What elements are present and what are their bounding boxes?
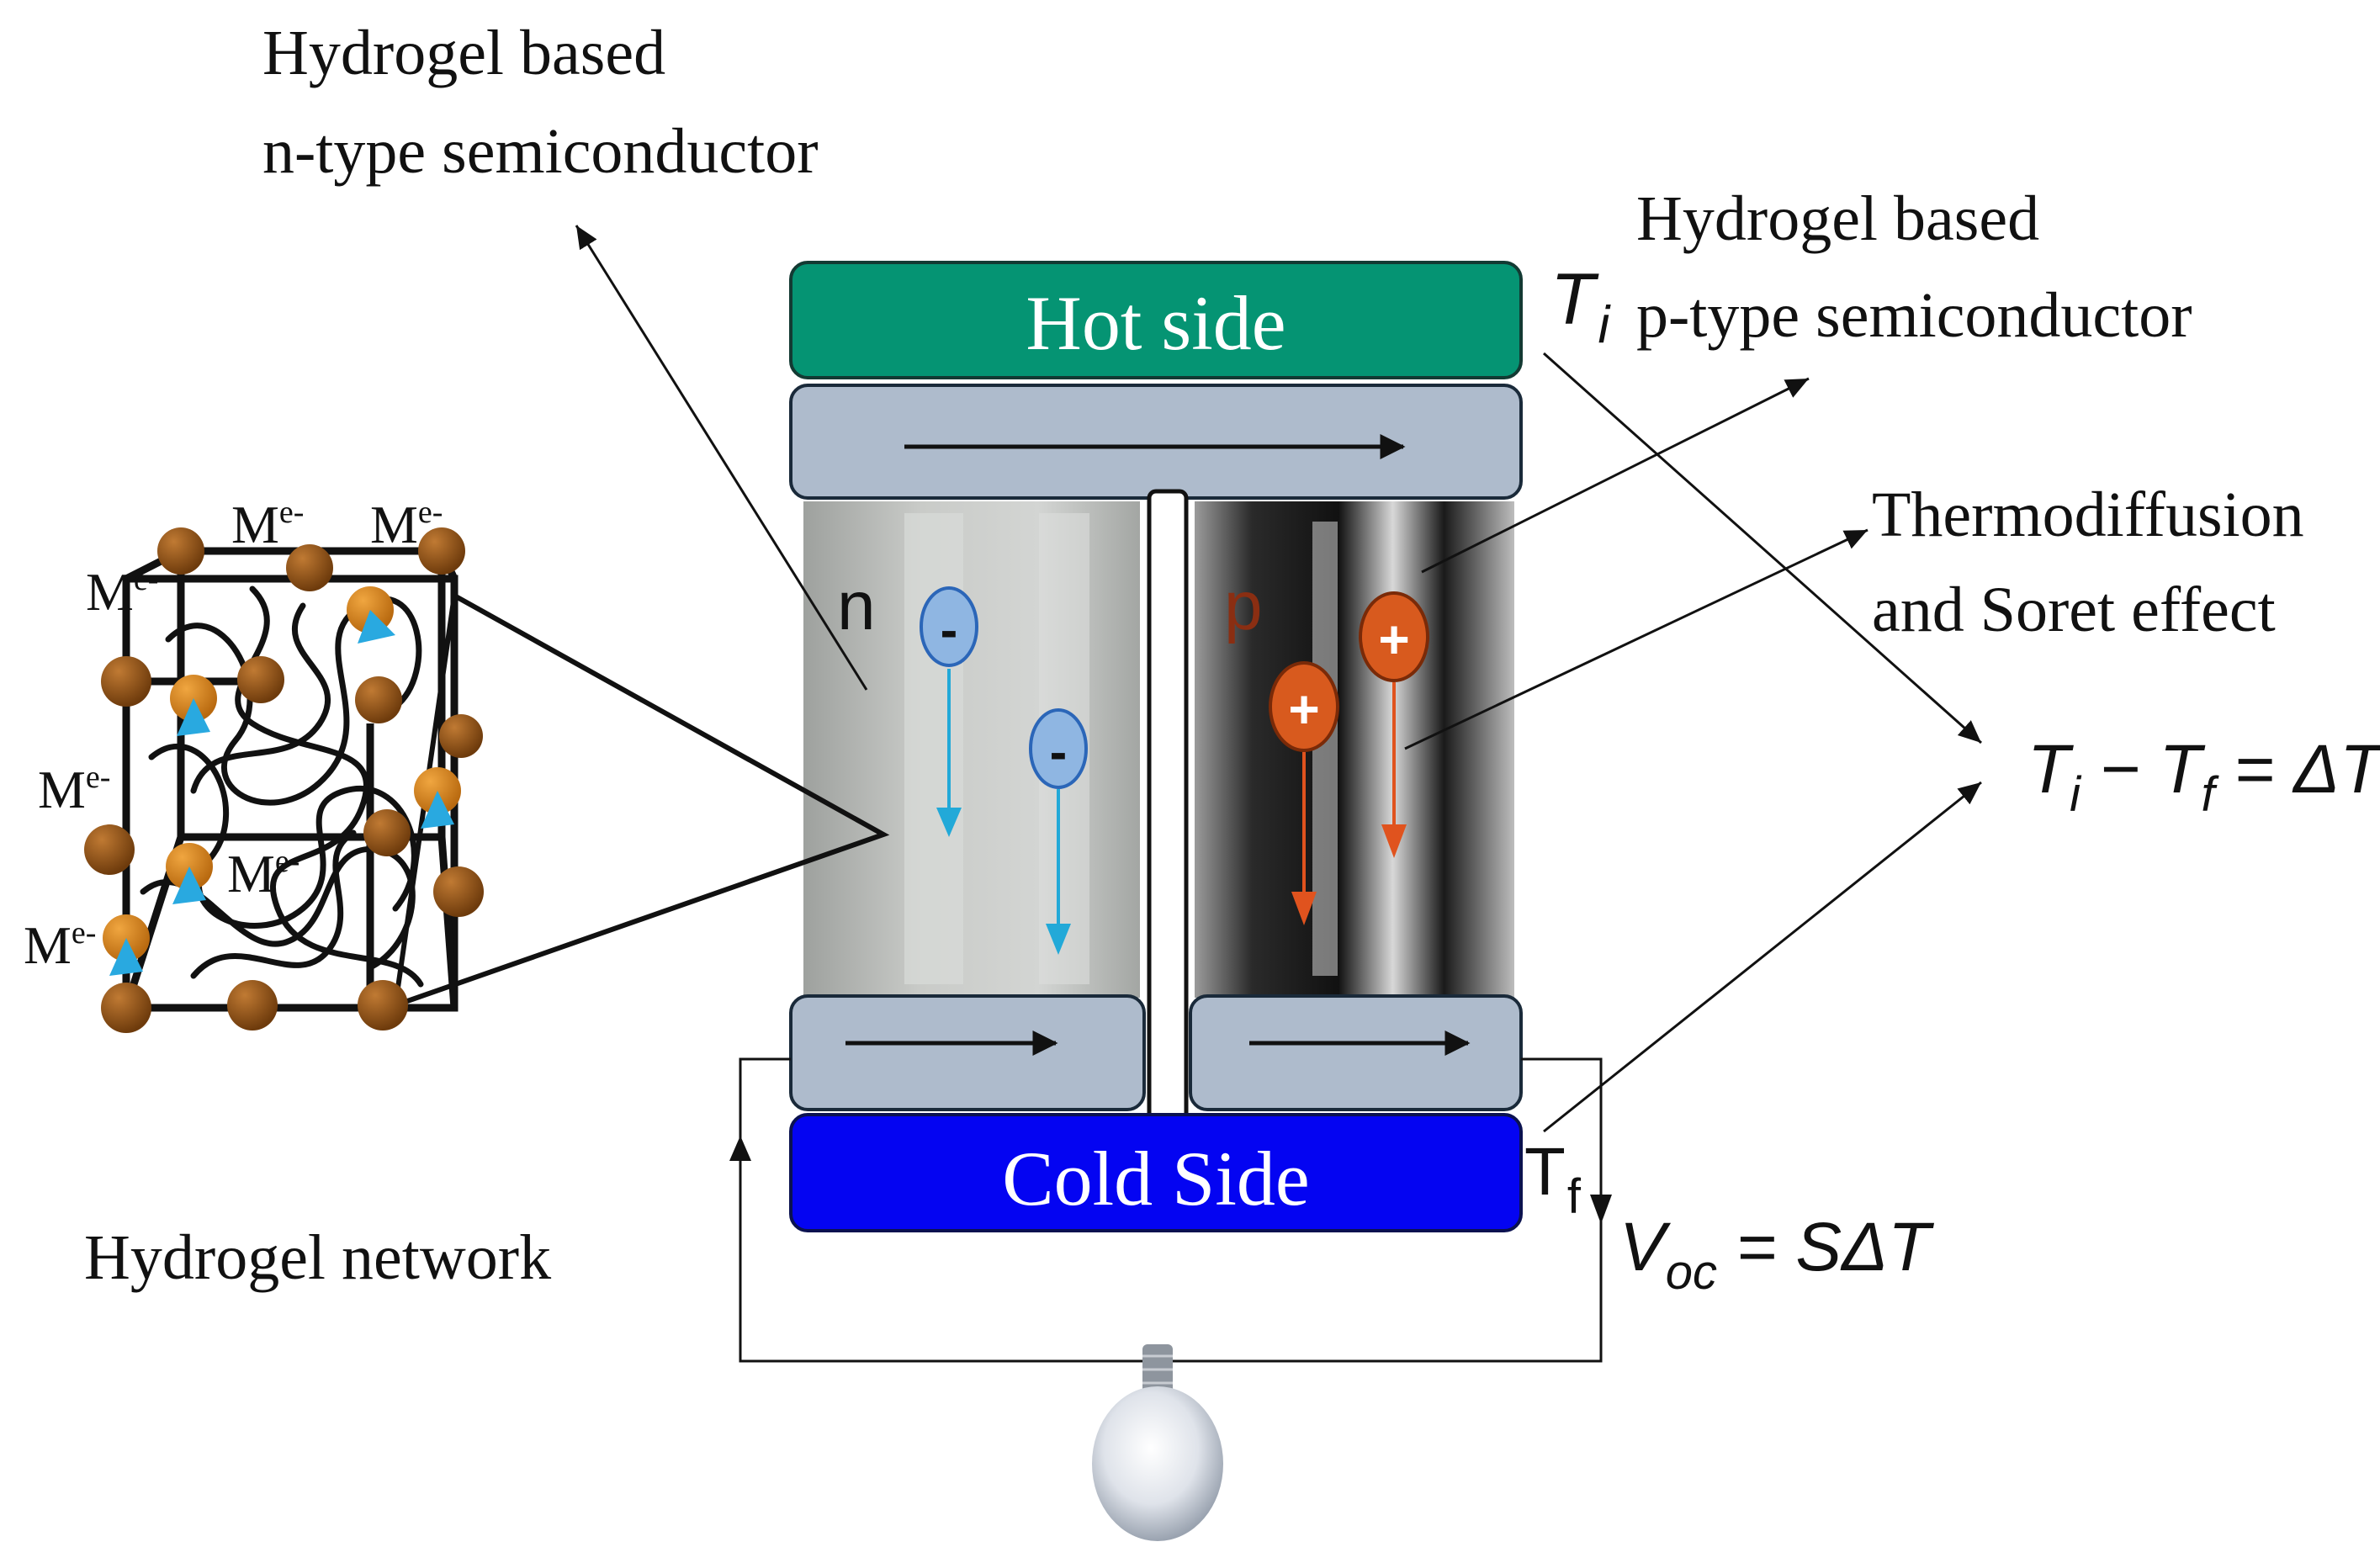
p-type-pointer [1421, 377, 1810, 574]
thermo-label-line2: and Soret effect [1872, 575, 2276, 645]
hole-2-arrowhead [1381, 824, 1407, 858]
svg-text:-: - [1050, 723, 1068, 782]
n-type-label-line1: Hydrogel based [262, 18, 665, 88]
t-f-label: Tf [1524, 1134, 1582, 1224]
electron-1: - [920, 586, 978, 667]
electron-2-arrowhead [1046, 924, 1071, 955]
network-wedges [109, 610, 454, 976]
p-type-label-line2: p-type semiconductor [1636, 280, 2192, 351]
bottom-left-electrode [789, 994, 1146, 1111]
thermo-label-line1: Thermodiffusion [1872, 479, 2304, 550]
p-type-leg [1195, 501, 1514, 998]
n-type-leg-highlight [904, 513, 963, 984]
hole-1: + [1269, 661, 1339, 752]
t-i-label: Ti [1550, 259, 1612, 354]
voc-equation: Voc = SΔT [1619, 1209, 1934, 1300]
network-caption: Hydrogel network [84, 1222, 551, 1293]
separator-bar [1147, 489, 1189, 1123]
hydrogel-network: Me- Me- Me- Me- Me- Me- [24, 495, 890, 1033]
hot-side-plate [789, 261, 1523, 379]
network-label-3: Me- [86, 562, 158, 622]
hot-side-label: Hot side [1026, 280, 1285, 366]
cold-side-plate [789, 1113, 1523, 1232]
network-label-4: Me- [38, 760, 110, 819]
n-type-label-line2: n-type semiconductor [262, 116, 819, 187]
n-letter: n [837, 568, 876, 644]
network-label-2: Me- [370, 495, 443, 554]
n-type-pointer [575, 225, 868, 691]
top-electrode [789, 384, 1523, 500]
cold-side-label: Cold Side [1002, 1136, 1309, 1221]
circuit-up-arrowhead [729, 1136, 751, 1161]
light-bulb [1092, 1344, 1223, 1541]
electron-2: - [1029, 708, 1088, 789]
p-type-label-line1: Hydrogel based [1636, 183, 2039, 254]
ti-pointer [1543, 352, 1982, 744]
network-label-1: Me- [231, 495, 304, 554]
svg-text:-: - [941, 601, 958, 660]
svg-text:+: + [1378, 609, 1409, 670]
p-letter: p [1224, 568, 1263, 644]
thermo-pointer [1404, 528, 1868, 750]
circuit-down-arrowhead [1590, 1195, 1612, 1224]
hole-2: + [1359, 591, 1429, 682]
electron-1-arrowhead [936, 808, 962, 837]
network-label-6: Me- [24, 915, 96, 975]
bottom-right-electrode [1189, 994, 1523, 1111]
svg-text:+: + [1288, 679, 1319, 739]
tf-pointer [1543, 781, 1982, 1133]
delta-t-equation: Ti − Tf = ΔT [2028, 731, 2380, 822]
hole-1-arrowhead [1291, 892, 1317, 925]
network-label-5: Me- [227, 844, 299, 903]
